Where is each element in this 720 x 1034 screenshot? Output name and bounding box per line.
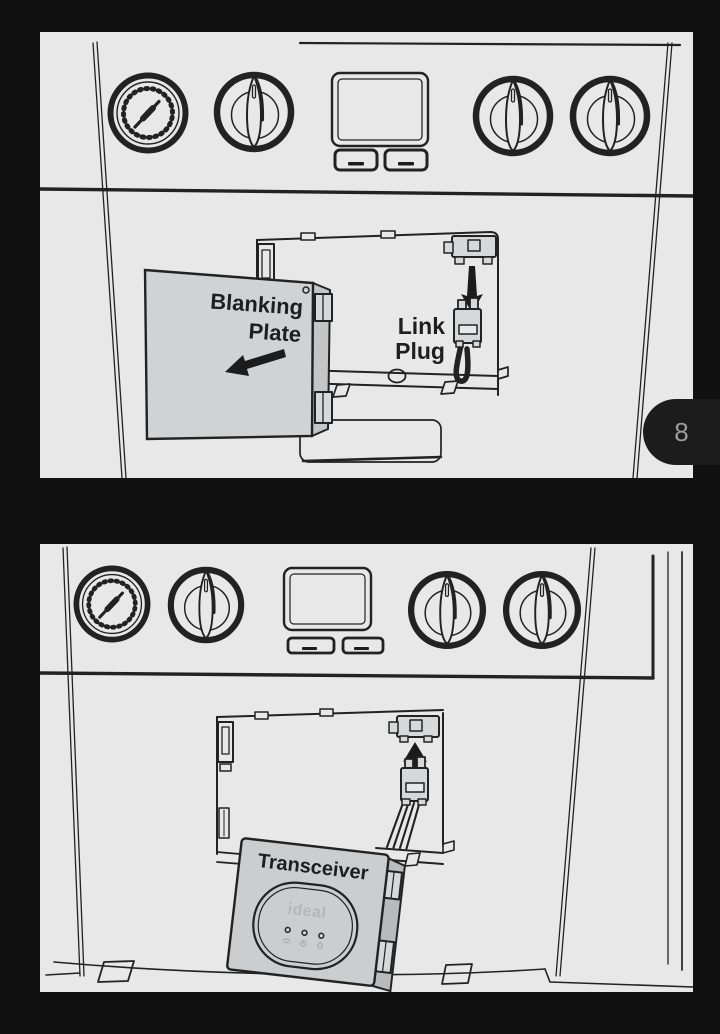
case-foot xyxy=(441,963,473,985)
control-knob xyxy=(476,79,550,153)
case-foot xyxy=(97,960,135,983)
display-button xyxy=(383,148,429,172)
blanking-plate-label: Blanking Plate xyxy=(209,289,303,347)
screw-hole xyxy=(302,286,310,294)
display-button xyxy=(333,148,379,172)
power-icon xyxy=(300,939,307,947)
svg-text:Plate: Plate xyxy=(248,318,302,347)
display-button xyxy=(286,636,336,655)
harness-wires xyxy=(385,801,421,850)
backplate-tab xyxy=(319,708,334,717)
page-tab: 8 xyxy=(643,399,720,465)
control-knob xyxy=(506,574,578,646)
blanking-plate-face xyxy=(143,268,315,441)
backplate-tab xyxy=(300,232,316,241)
button-slot xyxy=(398,162,414,166)
blanking-plate: Blanking Plate xyxy=(143,268,333,441)
top-figure-illustration: Blanking Plate Link Plug xyxy=(40,41,693,478)
display-button xyxy=(341,636,385,655)
svg-text:Plug: Plug xyxy=(395,338,445,364)
control-knob xyxy=(171,570,241,640)
backplate-tab xyxy=(380,230,396,239)
boiler-case-lines xyxy=(40,41,693,478)
control-knob xyxy=(217,75,291,149)
button-slot xyxy=(354,647,369,650)
control-knob xyxy=(411,574,483,646)
connector-slot xyxy=(458,324,478,335)
display-screen xyxy=(282,566,373,632)
flame-icon xyxy=(317,941,324,949)
status-led xyxy=(301,929,308,937)
front-bezel xyxy=(252,881,359,971)
link-plug-connector xyxy=(453,297,482,384)
button-slot xyxy=(302,647,317,650)
ideal-logo: ideal xyxy=(287,901,328,922)
bottom-figure-panel: Transceiver ideal xyxy=(40,544,693,992)
removal-arrow-icon xyxy=(225,349,286,376)
display-screen xyxy=(330,71,430,148)
button-slot xyxy=(348,162,364,166)
wiring-backplate xyxy=(216,708,455,867)
transceiver-socket xyxy=(388,715,440,743)
connector-slot xyxy=(405,782,425,793)
status-led xyxy=(318,932,325,939)
link-plug-socket xyxy=(443,235,497,265)
page-number: 8 xyxy=(674,416,689,447)
status-led xyxy=(284,926,291,934)
boiler-case-lines xyxy=(40,546,683,977)
backplate-tab xyxy=(254,711,269,720)
backplate-clip xyxy=(217,721,234,772)
backplate-slot xyxy=(218,807,230,839)
bottom-figure-illustration: Transceiver ideal xyxy=(40,546,693,992)
control-knob xyxy=(573,79,647,153)
harness-connector xyxy=(400,756,429,806)
svg-text:Link: Link xyxy=(398,313,445,339)
backplate-rail xyxy=(216,840,455,867)
transceiver-device: Transceiver ideal xyxy=(226,837,406,992)
link-plug-label: Link Plug xyxy=(395,313,445,364)
wifi-icon xyxy=(282,938,291,944)
pressure-gauge xyxy=(111,76,186,151)
lower-cover xyxy=(299,419,443,463)
wiring-backplate xyxy=(256,230,509,463)
pressure-gauge xyxy=(76,568,147,639)
top-figure-panel: Blanking Plate Link Plug xyxy=(40,32,693,478)
